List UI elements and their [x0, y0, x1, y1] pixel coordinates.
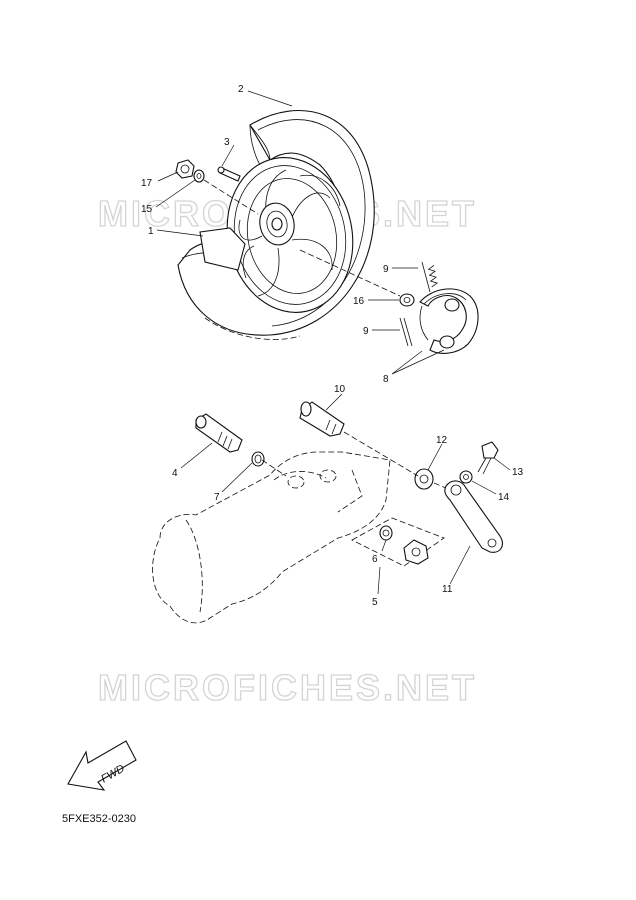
- forward-arrow-icon: FWD: [67, 740, 137, 791]
- wheel-rim-part: [199, 157, 354, 313]
- lever-bolt-part: [477, 441, 499, 475]
- callout-8: 8: [383, 374, 389, 385]
- watermark-bottom: MICROFICHES.NET: [98, 667, 477, 708]
- callout-15: 15: [141, 204, 153, 215]
- callout-9-lower: 9: [363, 326, 369, 337]
- callout-17: 17: [141, 178, 153, 189]
- callout-7: 7: [214, 492, 220, 503]
- callout-6: 6: [372, 554, 378, 565]
- brake-shoe-set: [419, 288, 479, 354]
- brake-spring-lower: [399, 317, 413, 347]
- brake-lever-part: [444, 480, 503, 553]
- callout-16: 16: [353, 296, 365, 307]
- leader-lines: [155, 90, 511, 595]
- callout-1: 1: [148, 226, 154, 237]
- brake-spring-upper: [421, 261, 438, 293]
- callout-9-upper: 9: [383, 264, 389, 275]
- callout-4: 4: [172, 468, 178, 479]
- diagram-code: 5FXE352-0230: [62, 813, 136, 825]
- callout-2: 2: [238, 84, 244, 95]
- callout-10: 10: [334, 384, 346, 395]
- lever-washer-part: [459, 470, 473, 484]
- axle-nut-part: [175, 159, 195, 179]
- callout-5: 5: [372, 597, 378, 608]
- callout-14: 14: [498, 492, 510, 503]
- o-ring-part: [251, 451, 265, 467]
- drive-shaft-part: [195, 413, 243, 453]
- indicator-plate-part: [414, 468, 434, 490]
- axle-washer-part: [193, 169, 205, 183]
- callout-13: 13: [512, 467, 524, 478]
- valve-part: [217, 166, 241, 182]
- callout-12: 12: [436, 435, 448, 446]
- nut-set-part: [351, 517, 445, 567]
- brake-camshaft-part: [299, 401, 345, 437]
- crankcase-outline: [152, 451, 391, 624]
- callout-11: 11: [442, 584, 453, 595]
- spacer-washer-16: [399, 293, 415, 307]
- rear-wheel-assembly: [175, 110, 401, 340]
- callout-3: 3: [224, 137, 230, 148]
